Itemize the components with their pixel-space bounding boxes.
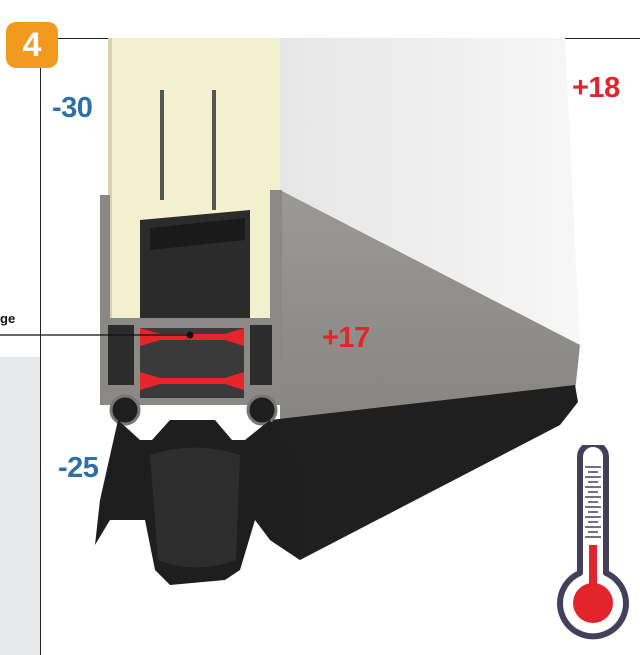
thermal-break-lower <box>140 372 244 390</box>
temperature-inside-top: +18 <box>572 72 620 104</box>
vertical-divider <box>40 38 41 655</box>
temperature-outside-bottom: -25 <box>58 452 99 484</box>
seal-side <box>270 385 578 560</box>
temperature-outside-top: -30 <box>52 92 93 124</box>
thermometer-icon <box>557 445 629 640</box>
side-label: ge <box>0 311 16 326</box>
side-panel <box>0 357 40 655</box>
profile-side <box>280 190 580 450</box>
step-badge: 4 <box>6 22 58 68</box>
temperature-inside-bottom: +17 <box>322 322 370 354</box>
door-face <box>280 38 580 345</box>
